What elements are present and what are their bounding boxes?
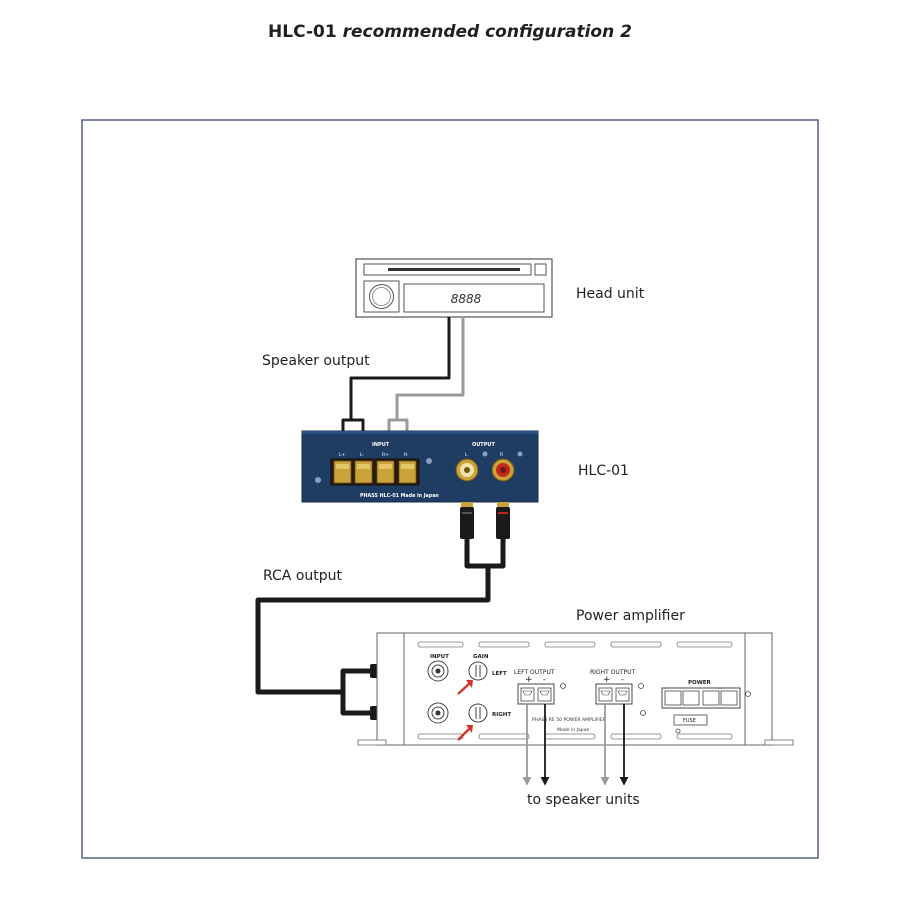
screw-icon [482, 451, 488, 457]
gain-arrow-right-icon [457, 725, 473, 741]
rca-plug-left [460, 502, 474, 539]
amp-input-label: INPUT [430, 654, 449, 660]
head-unit-label: Head unit [576, 286, 645, 302]
amp-left-plus: + [525, 675, 533, 685]
rca-jack-left [455, 458, 479, 482]
rca-plug-right [496, 502, 510, 539]
to-speaker-units-label: to speaker units [527, 792, 640, 808]
power-amplifier-label: Power amplifier [576, 608, 685, 624]
amp-right-output-label: RIGHT OUTPUT [590, 669, 635, 676]
hlc01-output-channel-l: L [465, 452, 468, 458]
power-amplifier: INPUT GAIN LEFT RIGHT [357, 632, 794, 746]
amp-left-label: LEFT [492, 671, 507, 677]
amp-gain-label: GAIN [473, 654, 489, 660]
hlc01-output-channel-r: R [500, 452, 503, 458]
amp-plate-text: PHASS RE 50 POWER AMPLIFIER [532, 717, 607, 723]
screw-icon [517, 451, 523, 457]
hlc01-output-label: OUTPUT [472, 442, 495, 448]
amp-power-terminal [661, 687, 741, 709]
amp-right-minus: - [621, 675, 624, 684]
amp-left-output-label: LEFT OUTPUT [514, 669, 555, 676]
rca-cable [255, 539, 506, 716]
head-unit-display: 8888 [451, 292, 482, 306]
title-model: HLC-01 [268, 22, 337, 42]
amp-right-output-terminal [595, 683, 633, 705]
rca-jack-right [491, 458, 515, 482]
amp-left-minus: - [543, 675, 546, 684]
speaker-output-arrows [522, 704, 629, 786]
diagram-frame [81, 119, 819, 859]
gain-arrow-left-icon [457, 680, 473, 695]
gain-knob-right-icon[interactable] [468, 703, 488, 723]
hlc01-terminal-label-1: L+ [339, 452, 346, 458]
hlc01-terminal-label-3: R+ [382, 452, 389, 458]
rca-output-label: RCA output [263, 568, 343, 584]
amp-right-plus: + [603, 675, 611, 685]
speaker-output-label: Speaker output [262, 353, 370, 369]
hlc01-terminal-label-4: R- [404, 452, 409, 458]
amp-power-label: POWER [688, 680, 712, 686]
amp-fuse-label: FUSE [683, 718, 696, 724]
amp-left-output-terminal [517, 683, 555, 705]
amp-right-label: RIGHT [492, 712, 511, 718]
hlc01-label: HLC-01 [578, 463, 629, 479]
gain-knob-left-icon[interactable] [468, 661, 488, 681]
amp-input-jack-right [427, 702, 449, 724]
hlc01-plate-text: PHASS HLC-01 Made in Japan [360, 493, 439, 499]
page-title: HLC-01 recommended configuration 2 [0, 22, 900, 42]
hlc01-unit: INPUT L+ L- R+ R- OUTPUT L R [301, 430, 539, 503]
screw-icon [315, 477, 321, 483]
screw-icon [426, 458, 432, 464]
amp-made-in: Made in Japan [557, 727, 590, 733]
amp-fuse [673, 714, 708, 726]
head-unit: 8888 [355, 258, 553, 318]
volume-knob-icon [369, 284, 394, 309]
title-subtitle: recommended configuration 2 [342, 22, 632, 42]
amp-input-jack-left [427, 660, 449, 682]
hlc01-input-label: INPUT [372, 442, 390, 448]
hlc01-terminal-label-2: L- [360, 452, 364, 458]
